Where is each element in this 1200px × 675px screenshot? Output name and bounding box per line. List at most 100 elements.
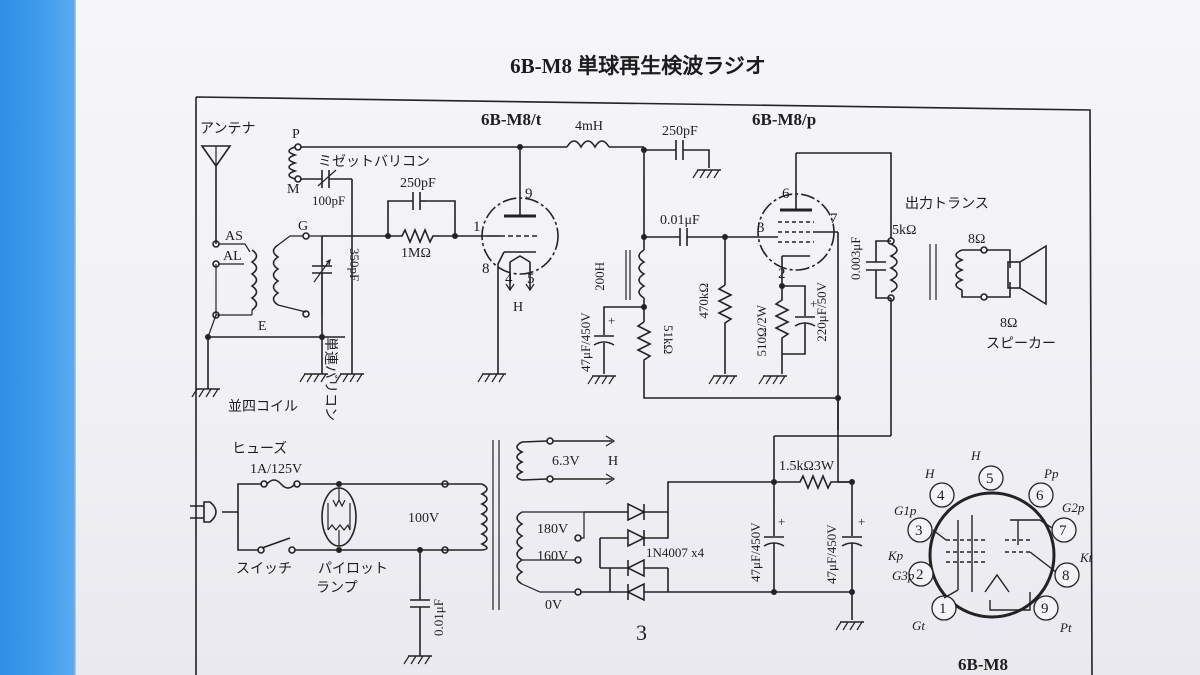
grid-cap-label: 250pF: [400, 176, 436, 191]
decoupling-ground: [587, 375, 617, 385]
coupling-cap-label: 0.01μF: [660, 213, 700, 228]
coil-al-label: AL: [223, 249, 242, 264]
line-cap-ground: [403, 655, 433, 665]
antenna-coil-secondary: [272, 244, 280, 306]
speaker-cone: [1019, 244, 1047, 306]
tube-base-title: 6B-M8: [958, 655, 1008, 674]
grid-resistor: [717, 284, 733, 374]
output-section: 出力トランス 5kΩ 0.003μF 8Ω 8Ω スピーカー: [848, 196, 1056, 436]
plate-section: 4mH 250pF 200H 51kΩ + 47μF/450V 0.01μF 4…: [520, 119, 838, 399]
decoupling-resistor: [636, 321, 838, 399]
tickler-coil: [288, 146, 298, 180]
rf-choke-label: 4mH: [575, 119, 603, 134]
decoupling-cap-label: 47μF/450V: [578, 312, 593, 372]
coil-p-label: P: [292, 127, 300, 142]
output-transformer-label: 出力トランス: [905, 196, 989, 212]
power-transformer-primary: [480, 483, 488, 551]
shunt-cap-label: 0.003μF: [848, 237, 863, 280]
speaker-magnet: [1007, 261, 1021, 289]
tap-0-label: 0V: [545, 598, 562, 613]
base-pin6: 6: [1036, 488, 1044, 504]
cathode-resistor: [774, 286, 790, 374]
document-title: 6B-M8 単球再生検波ラジオ: [510, 54, 766, 78]
pilot-lamp-label-1: パイロット: [318, 561, 388, 577]
coil-e-label: E: [258, 319, 267, 334]
tube-base-diagram: 5 6 7 8 9 1 2 3 4 H H Pp G2p Kt Pt Gt G3…: [887, 448, 1093, 674]
base-pin1: 1: [939, 601, 947, 617]
output-primary-label: 5kΩ: [892, 223, 916, 238]
pentode-pin3: 3: [757, 220, 765, 236]
heater-output-label: H: [608, 454, 618, 469]
triode-heater-label: H: [513, 300, 523, 315]
triode-pin1: 1: [473, 219, 481, 235]
antenna-coil-primary: [250, 249, 258, 311]
base-pin5: 5: [986, 471, 994, 487]
tuning-vc-value: 350pF: [347, 248, 362, 281]
base-pin8: 8: [1062, 568, 1070, 584]
base-label-g1p: G1p: [894, 503, 917, 518]
pentode-section: 3 6 7 2 510Ω/2W + 220μF/50V: [754, 152, 892, 401]
audio-choke: [638, 249, 646, 299]
regen-ground: [335, 373, 365, 383]
base-label-h1: H: [970, 448, 981, 463]
cathode-res-label: 510Ω/2W: [754, 304, 769, 356]
tap-180-label: 180V: [537, 522, 568, 537]
tube-base-outline: [928, 491, 1056, 619]
triode-cathode-ground: [477, 373, 507, 383]
power-section: ヒューズ 1A/125V スイッチ パイロット ランプ 100V 0.01μF: [190, 398, 891, 665]
tap-160-label: 160V: [537, 549, 568, 564]
base-pin7: 7: [1059, 523, 1067, 539]
base-label-g3p: G3p: [892, 568, 915, 583]
base-pin4: 4: [937, 488, 945, 504]
line-cap-label: 0.01μF: [431, 599, 446, 636]
choke-value: 200H: [592, 262, 607, 291]
pentode-pin7: 7: [830, 211, 838, 227]
power-ground: [835, 621, 865, 631]
bypass-ground: [692, 169, 722, 179]
base-label-kt: Kt: [1079, 550, 1093, 565]
pentode-pin6: 6: [782, 186, 790, 202]
filter-cap1-label: 47μF/450V: [748, 522, 763, 582]
fuse: [266, 479, 296, 489]
rf-choke: [566, 140, 610, 149]
svg-text:+: +: [608, 313, 615, 328]
coil-as-label: AS: [225, 229, 243, 244]
triode-section: 250pF 1MΩ 1 9 8 4 5 H: [322, 144, 559, 383]
power-switch: [261, 537, 291, 549]
heater-voltage-label: 6.3V: [552, 454, 580, 469]
ac-plug: [203, 501, 217, 523]
triode-pin4: 4: [505, 271, 513, 287]
base-pin2: 2: [916, 567, 924, 583]
decoupling-res-label: 51kΩ: [661, 325, 676, 354]
base-label-gt: Gt: [912, 618, 925, 633]
regen-vc-label: ミゼットバリコン: [318, 154, 430, 170]
page-number: 3: [636, 620, 647, 645]
output-secondary-label: 8Ω: [968, 232, 985, 247]
cathode-ground: [758, 375, 788, 385]
heater-winding: [516, 441, 524, 481]
speaker-label: スピーカー: [986, 336, 1056, 352]
schematic-frame: [195, 96, 1093, 675]
grid-res-label: 470kΩ: [696, 283, 711, 319]
switch-label: スイッチ: [236, 562, 292, 577]
triode-pin5: 5: [527, 271, 535, 287]
triode-pin8: 8: [482, 261, 490, 277]
rectifier-label: 1N4007 x4: [646, 545, 705, 560]
grid-leak-label: 1MΩ: [401, 246, 431, 261]
filter-res-label: 1.5kΩ3W: [779, 459, 835, 474]
bypass-cap-label: 250pF: [662, 124, 698, 139]
grid-leak-resistor: [388, 227, 455, 245]
grid-res-ground: [708, 375, 738, 385]
base-label-kp: Kp: [887, 548, 904, 563]
primary-voltage-label: 100V: [408, 511, 439, 526]
coil-name-label: 並四コイル: [228, 399, 298, 415]
base-label-g2p: G2p: [1062, 500, 1085, 515]
base-pin9: 9: [1041, 601, 1049, 617]
filter-cap2-label: 47μF/450V: [824, 524, 839, 584]
regen-vc-value: 100pF: [312, 193, 345, 208]
antenna-label: アンテナ: [200, 122, 255, 137]
base-label-pt: Pt: [1059, 620, 1072, 635]
fuse-rating-label: 1A/125V: [250, 462, 302, 477]
hv-winding: [516, 511, 524, 585]
